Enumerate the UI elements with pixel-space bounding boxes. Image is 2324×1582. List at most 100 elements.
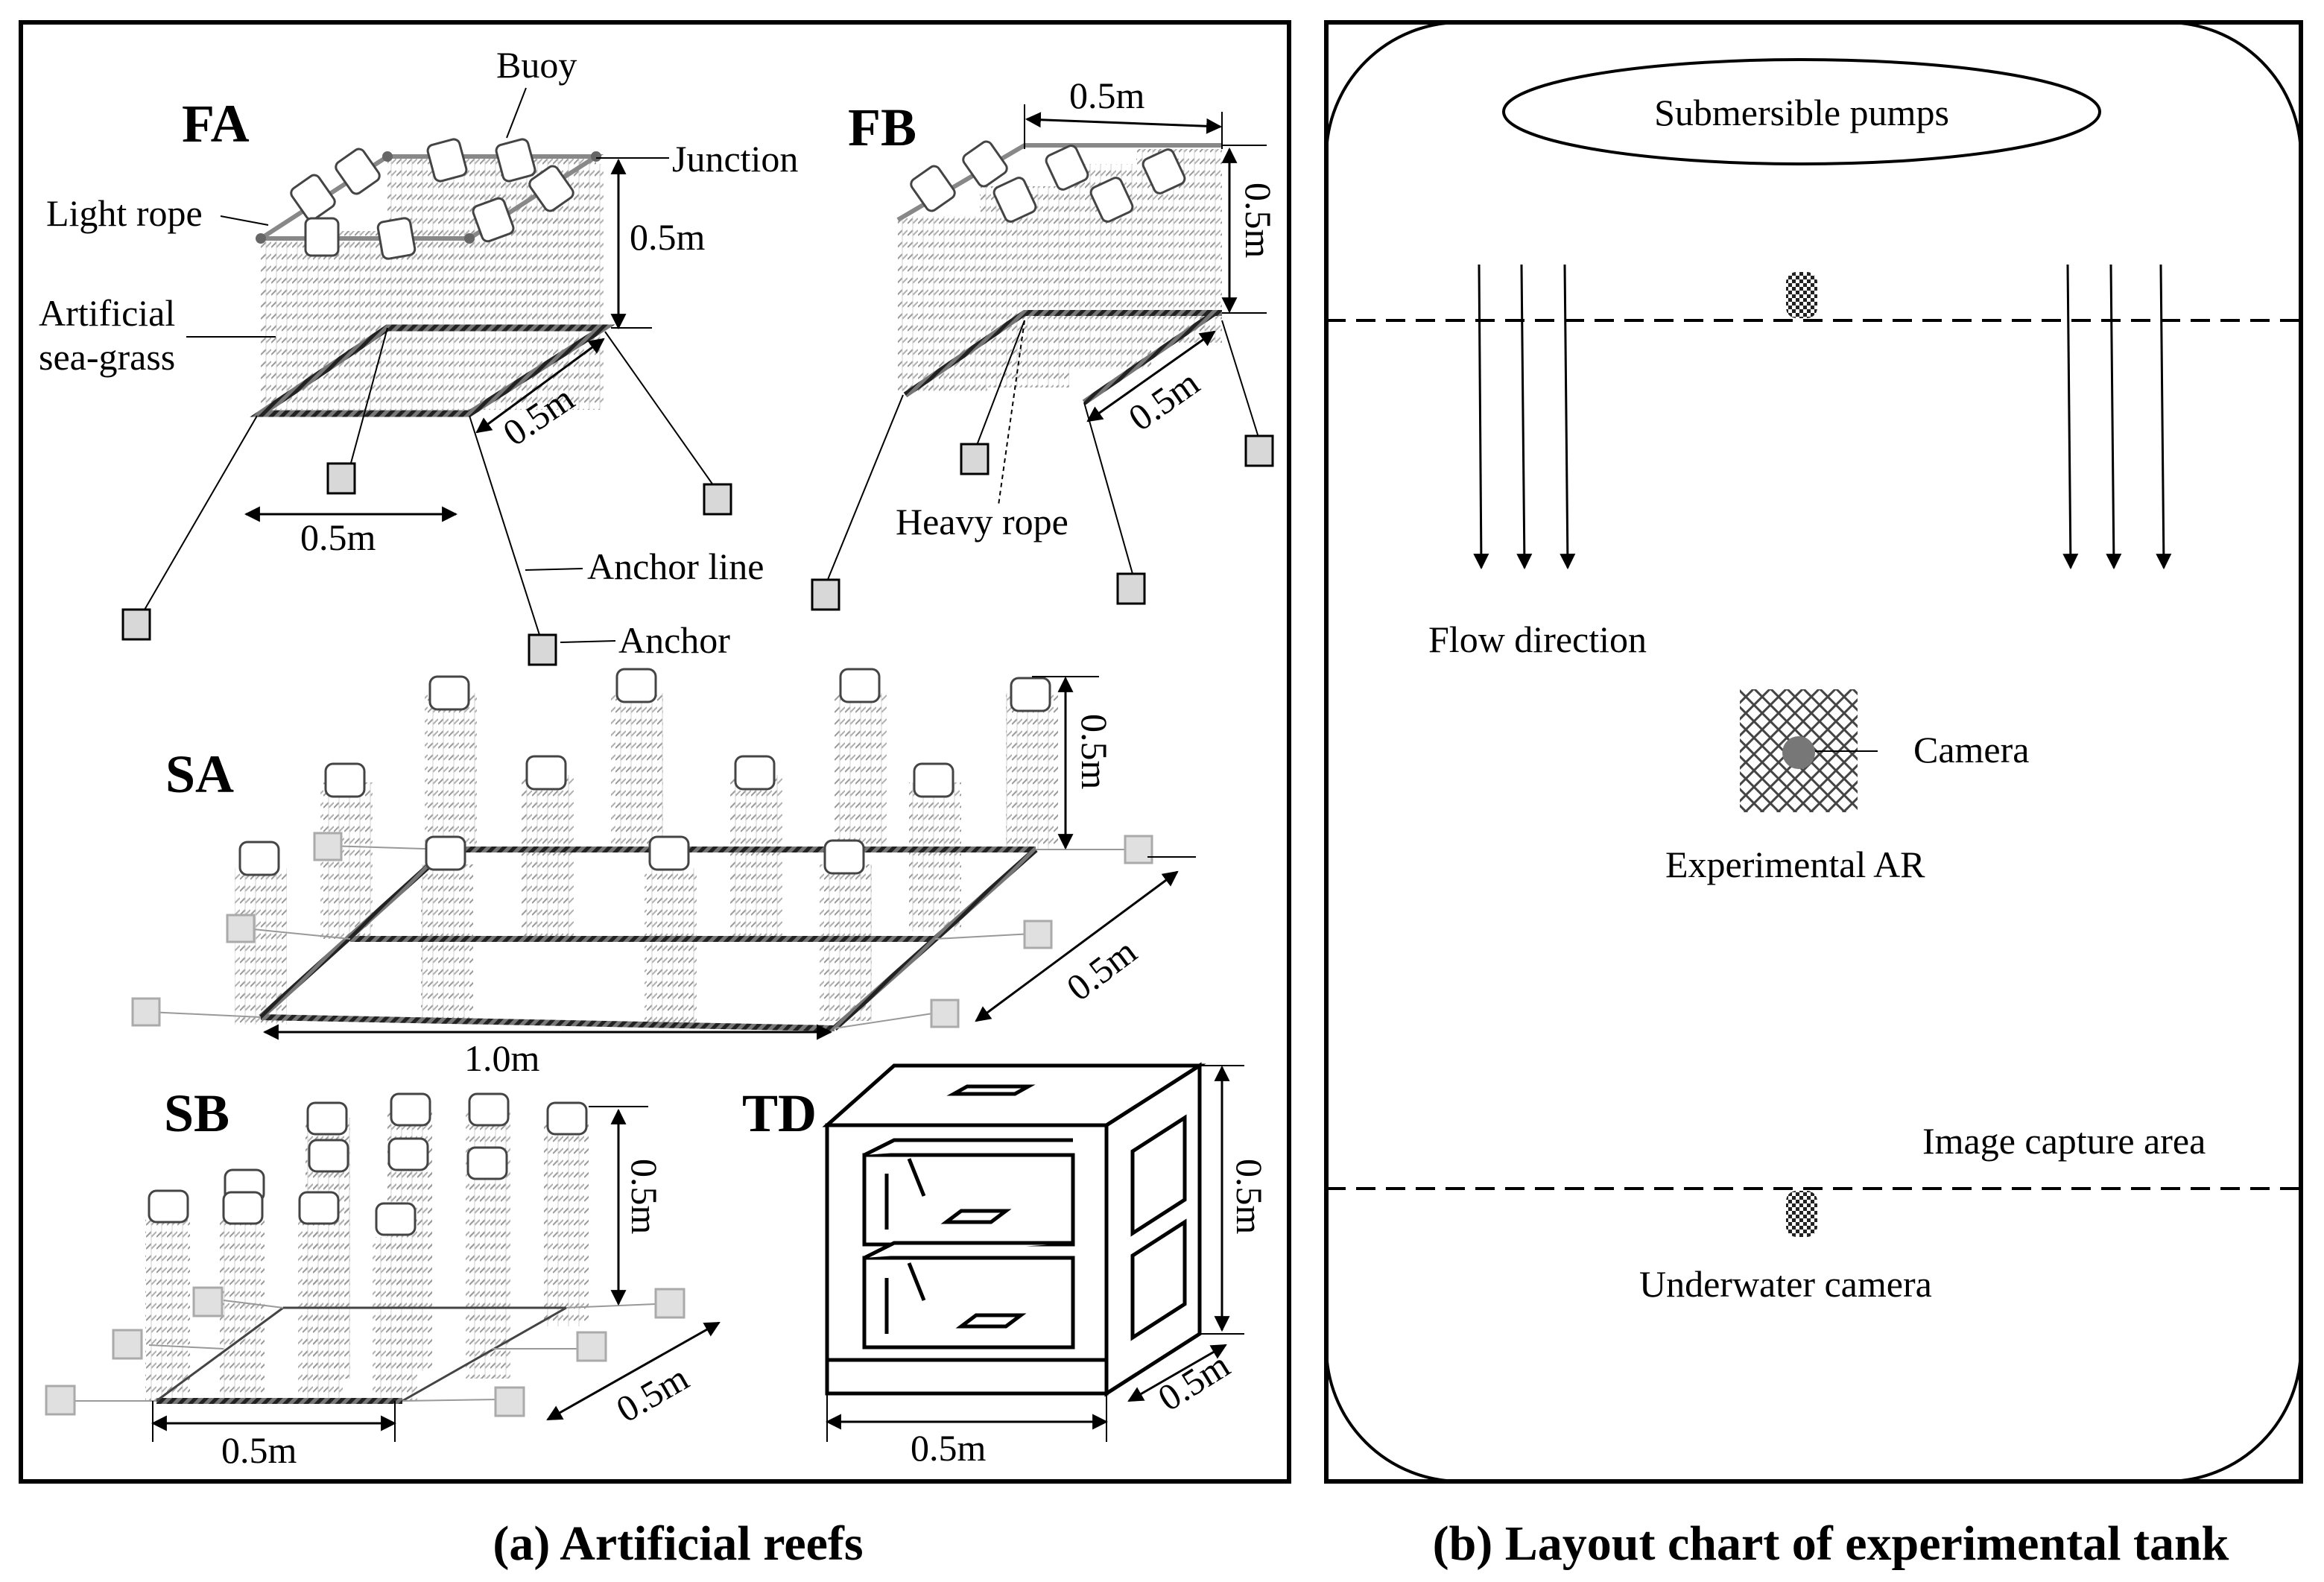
buoy-icon <box>528 165 574 212</box>
fa-anchor-label: Anchor <box>618 619 730 661</box>
buoy-icon <box>308 1139 349 1173</box>
buoy-icon <box>222 1191 264 1225</box>
buoy-icon <box>306 1101 348 1136</box>
buoy-icon <box>823 839 865 875</box>
anchor-icon <box>960 443 990 475</box>
underwater-camera-icon <box>1786 1191 1817 1237</box>
buoy-icon <box>466 1146 508 1180</box>
sb-buoys <box>148 1092 588 1236</box>
fa-anchor-line-leader <box>525 568 583 571</box>
anchor-icon <box>1124 835 1153 864</box>
flow-arrow-icon <box>1560 264 1576 570</box>
flow-arrow-icon <box>2156 264 2172 570</box>
anchor-icon <box>930 999 960 1028</box>
anchor-icon <box>192 1286 224 1317</box>
experimental-ar-label: Experimental AR <box>1665 844 1925 885</box>
buoy-icon <box>1142 148 1186 194</box>
anchor-icon <box>576 1331 607 1362</box>
fa-anchors <box>121 462 732 666</box>
anchor-icon <box>1116 572 1146 605</box>
fb-anchor-lines <box>826 320 1260 582</box>
buoy-icon <box>238 841 280 876</box>
sa-height-label: 0.5m <box>1074 714 1115 790</box>
buoy-icon <box>290 174 336 221</box>
buoy-icon <box>1010 677 1051 712</box>
fa-depth-dim <box>475 338 605 434</box>
sb-title: SB <box>164 1083 229 1143</box>
buoy-icon <box>468 1092 510 1127</box>
reef-fb: FB 0.5m <box>811 75 1279 611</box>
td-cube <box>822 1062 1206 1397</box>
tank-outline <box>1325 21 2302 1483</box>
buoy-icon <box>472 197 515 243</box>
fa-junction-dot <box>256 233 266 244</box>
fa-anchor-lines <box>141 327 716 638</box>
buoy-icon <box>913 762 954 798</box>
camera-dot-icon <box>1782 736 1815 769</box>
buoy-icon <box>425 835 466 871</box>
fa-height-label: 0.5m <box>630 216 706 258</box>
anchor-icon <box>528 633 557 666</box>
flow-label: Flow direction <box>1428 618 1647 660</box>
fb-heavy-rope-label: Heavy rope <box>896 501 1068 542</box>
sb-width-label: 0.5m <box>221 1429 297 1471</box>
fa-light-rope-leader <box>220 215 269 226</box>
sb-anchor-lines <box>75 1300 656 1402</box>
td-height-label: 0.5m <box>1229 1159 1270 1235</box>
top-camera-icon <box>1786 272 1817 318</box>
buoy-icon <box>648 835 690 871</box>
sb-height-label: 0.5m <box>624 1159 665 1235</box>
anchor-icon <box>811 578 840 611</box>
fb-buoys <box>910 140 1186 223</box>
buoy-icon <box>910 165 956 212</box>
sb-frame <box>156 1306 567 1402</box>
reef-fa: FA <box>39 44 798 666</box>
flow-arrow-icon <box>1473 264 1489 570</box>
fa-width-label: 0.5m <box>300 516 376 558</box>
fb-height-label: 0.5m <box>1238 183 1279 259</box>
fb-heavy-rope <box>903 310 1222 398</box>
underwater-camera-label: Underwater camera <box>1639 1263 1932 1305</box>
fa-heavy-rope <box>250 324 615 417</box>
buoy-icon <box>1045 145 1089 191</box>
buoy-icon <box>375 1202 417 1236</box>
anchor-icon <box>121 608 151 641</box>
flow-arrow-icon <box>1516 264 1533 570</box>
buoy-icon <box>428 675 470 711</box>
panel-a-frame <box>19 20 1291 1484</box>
fa-light-rope-label: Light rope <box>46 192 203 234</box>
fb-heavy-rope-leader <box>998 320 1025 506</box>
sa-seagrass <box>235 693 1058 1025</box>
sb-seagrass <box>145 1110 589 1401</box>
anchor-icon <box>703 483 732 516</box>
buoy-icon <box>992 177 1037 223</box>
reef-sa: SA <box>131 668 1196 1079</box>
td-width-label: 0.5m <box>911 1427 987 1469</box>
fa-anchor-line-label: Anchor line <box>587 545 764 587</box>
pumps-label: Submersible pumps <box>1654 92 1949 133</box>
buoy-icon <box>335 148 381 195</box>
flow-arrows <box>1473 264 2172 570</box>
buoy-icon <box>1089 177 1134 223</box>
anchor-icon <box>131 997 161 1027</box>
fa-anchor-leader <box>560 640 616 643</box>
anchor-icon <box>112 1329 143 1360</box>
fa-seagrass-label-1: Artificial <box>39 292 175 334</box>
buoy-icon <box>387 1137 429 1171</box>
buoy-icon <box>495 138 536 183</box>
anchor-icon <box>654 1288 686 1319</box>
fb-anchors <box>811 434 1274 611</box>
buoy-icon <box>839 668 881 703</box>
fb-top-dim <box>1025 112 1223 134</box>
fa-buoy-label: Buoy <box>496 44 577 86</box>
td-depth-dim <box>1127 1344 1227 1402</box>
fb-top-label: 0.5m <box>1069 75 1145 116</box>
anchor-icon <box>313 832 343 861</box>
buoy-icon <box>304 217 340 257</box>
sb-depth-dim <box>546 1321 721 1421</box>
buoy-icon <box>546 1101 588 1136</box>
fb-depth-label: 0.5m <box>1121 361 1206 439</box>
sb-depth-label: 0.5m <box>610 1356 696 1430</box>
buoy-icon <box>148 1189 189 1224</box>
buoy-icon <box>376 217 417 260</box>
